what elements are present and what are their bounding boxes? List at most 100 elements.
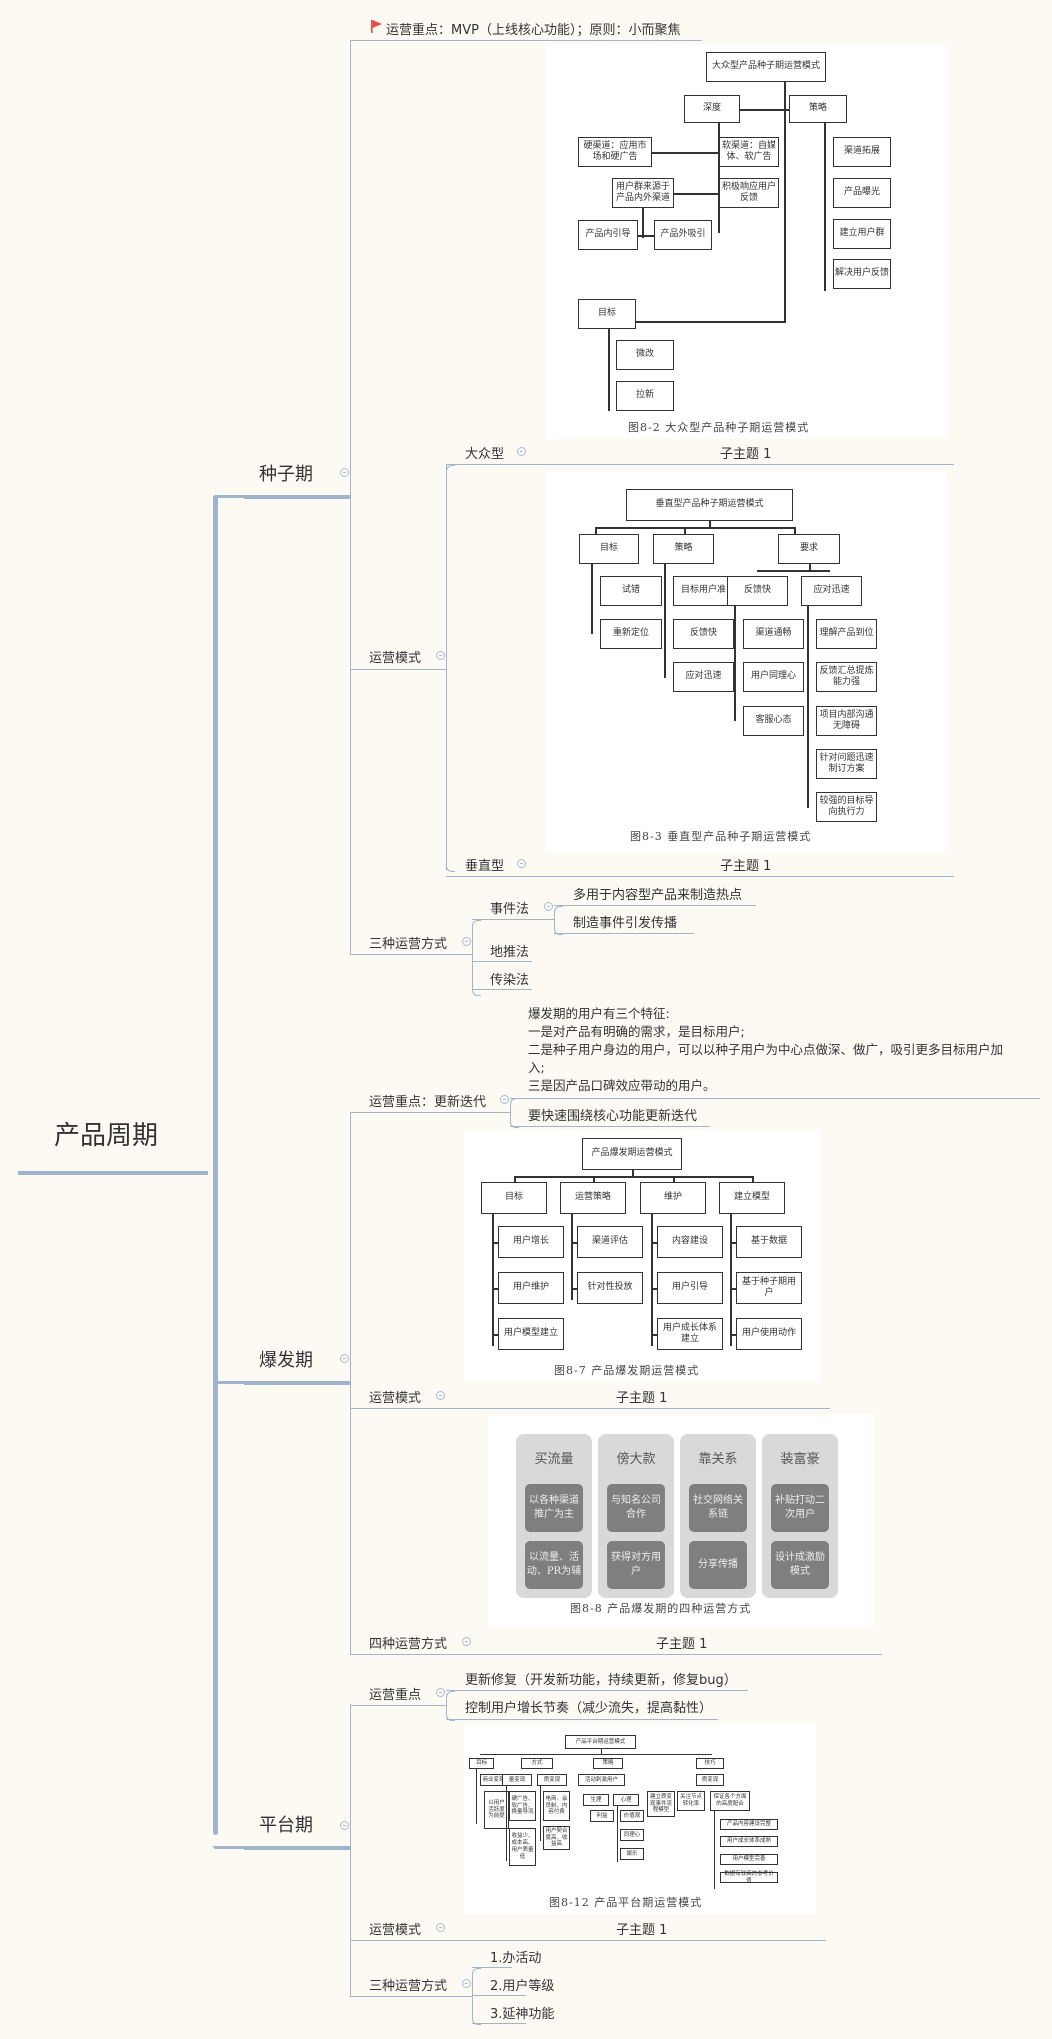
fig-node-column-head: 维护 (640, 1182, 706, 1214)
four-way-cell: 与知名公司合作 (607, 1484, 665, 1532)
fig-line (595, 527, 597, 534)
fig-node-feedback-item: 用户同理心 (743, 662, 804, 692)
fig-line (608, 329, 610, 411)
fig-line (734, 606, 736, 721)
collapse-seed-mode-icon[interactable] (436, 651, 445, 660)
fig-line (480, 1754, 712, 1755)
platform-three-ways-label[interactable]: 三种运营方式 (369, 1979, 448, 1994)
burst-four-ways-label[interactable]: 四种运营方式 (369, 1637, 448, 1652)
vertical-subtopic[interactable]: 子主题 1 (720, 859, 772, 874)
collapse-burst-icon[interactable] (340, 1354, 349, 1363)
fig-node-psycho-item: 同理心 (620, 1829, 644, 1841)
platform-underline (244, 1846, 350, 1850)
fig-node-strategy-item: 建立用户群 (833, 219, 891, 249)
collapse-seed-three-ways-icon[interactable] (462, 937, 471, 946)
topic-platform[interactable]: 平台期 (259, 1815, 313, 1836)
platform-way-item[interactable]: 3.延神功能 (490, 2007, 555, 2022)
four-way-cell: 获得对方用户 (607, 1541, 665, 1589)
way-ground-push-line (472, 961, 532, 962)
platform-focus-label[interactable]: 运营重点 (369, 1688, 422, 1703)
event-child[interactable]: 制造事件引发传播 (573, 916, 678, 931)
event-child[interactable]: 多用于内容型产品来制造热点 (573, 888, 743, 903)
note-line: 入; (528, 1060, 545, 1075)
platform-focus-child-line (446, 1719, 718, 1720)
platform-focus-child[interactable]: 更新修复（开发新功能，持续更新，修复bug） (465, 1673, 737, 1688)
collapse-burst-mode-icon[interactable] (436, 1391, 445, 1400)
fig-node-depth: 深度 (684, 95, 740, 123)
seed-focus-text[interactable]: 运营重点：MVP（上线核心功能）；原则：小而聚焦 (386, 23, 681, 38)
vertical-line (446, 876, 954, 877)
fig-node-column-head: 运营策略 (560, 1182, 626, 1214)
fig-node-column-item: 用户使用动作 (736, 1318, 802, 1350)
collapse-platform-icon[interactable] (340, 1821, 349, 1830)
fig-line (651, 1242, 657, 1244)
fig-line (601, 1749, 602, 1754)
collapse-platform-three-ways-icon[interactable] (462, 1979, 471, 1988)
seed-mode-label[interactable]: 运营模式 (369, 651, 422, 666)
platform-mode-label[interactable]: 运营模式 (369, 1923, 422, 1938)
seed-three-ways-label[interactable]: 三种运营方式 (369, 937, 448, 952)
four-way-head: 靠关系 (698, 1452, 738, 1467)
trunk-branch-seed (213, 495, 263, 498)
topic-seed[interactable]: 种子期 (259, 464, 313, 485)
fig-line (664, 564, 666, 678)
figure-burst-mode: 产品爆发期运营模式 目标用户增长用户维护用户模型建立运营策略渠道评估针对性投放维… (464, 1130, 820, 1382)
burst-mode-label[interactable]: 运营模式 (369, 1391, 422, 1406)
collapse-platform-mode-icon[interactable] (436, 1923, 445, 1932)
collapse-burst-four-ways-icon[interactable] (462, 1637, 471, 1646)
fig-node-goal-item: 商业变现 (480, 1774, 507, 1786)
fig-node-column-item: 用户维护 (498, 1272, 564, 1304)
fig-node-quality: 质变现 (537, 1774, 567, 1786)
note-line: 爆发期的用户有三个特征: (528, 1006, 670, 1021)
figure-caption: 图8-8 产品爆发期的四种运营方式 (570, 1602, 752, 1615)
burst-underline (244, 1381, 350, 1385)
fig-node-column-item: 用户引导 (657, 1272, 723, 1304)
burst-focus-child[interactable]: 要快速围绕核心功能更新迭代 (528, 1109, 698, 1124)
way-infection-line (472, 989, 532, 990)
four-way-column: 傍大款与知名公司合作获得对方用户 (598, 1434, 674, 1598)
fig-node-goal-item: 试错 (600, 576, 662, 606)
event-child-line (554, 933, 694, 934)
fig-node-skill-item: 关注节点转化率 (677, 1791, 705, 1811)
fig-node-title: 产品平台期运营模式 (565, 1735, 636, 1749)
platform-mode-subtopic[interactable]: 子主题 1 (616, 1923, 668, 1938)
burst-focus-label[interactable]: 运营重点：更新迭代 (369, 1095, 487, 1110)
topic-vertical-type[interactable]: 垂直型 (465, 859, 505, 874)
platform-focus-child[interactable]: 控制用户增长节奏（减少流失，提高黏性） (465, 1701, 713, 1716)
topic-mass-type[interactable]: 大众型 (465, 447, 505, 462)
mass-subtopic[interactable]: 子主题 1 (720, 447, 772, 462)
seed-focus-line (350, 40, 702, 41)
burst-four-ways-subtopic[interactable]: 子主题 1 (656, 1637, 708, 1652)
four-way-cell: 设计成激励模式 (771, 1541, 829, 1589)
seed-three-ways-bracket (472, 920, 481, 996)
fig-line (651, 1334, 657, 1336)
collapse-event-icon[interactable] (544, 902, 553, 911)
burst-mode-subtopic[interactable]: 子主题 1 (616, 1391, 668, 1406)
collapse-burst-focus-icon[interactable] (500, 1095, 509, 1104)
topic-burst[interactable]: 爆发期 (259, 1350, 313, 1371)
collapse-seed-icon[interactable] (340, 468, 349, 477)
four-way-cell: 以各种渠道推广为主 (525, 1484, 583, 1532)
event-child-line (554, 905, 756, 906)
main-trunk-line (213, 495, 218, 1835)
fig-node-strategy: 策略 (789, 95, 847, 123)
way-infection[interactable]: 传染法 (490, 973, 530, 988)
figure-platform-mode: 产品平台期运营模式 目标 方式 策略 技巧 商业变现 以用户活跃度为前提 量变现… (464, 1724, 816, 1914)
fig-node-psycho-item: 娱乐 (620, 1848, 644, 1860)
way-event[interactable]: 事件法 (490, 902, 530, 917)
figure-caption: 图8-12 产品平台期运营模式 (549, 1896, 703, 1909)
fig-node-hard-channel: 硬渠道：应用市场和硬广告 (578, 137, 652, 167)
platform-way-item[interactable]: 1.办活动 (490, 1951, 542, 1966)
fig-node-goal-item: 拉新 (616, 381, 674, 411)
burst-note-line (510, 1098, 1040, 1099)
burst-note[interactable]: 爆发期的用户有三个特征: 一是对产品有明确的需求，是目标用户; 二是种子用户身边… (528, 1005, 1003, 1095)
fig-node-goal: 目标 (578, 299, 636, 329)
collapse-mass-icon[interactable] (517, 447, 526, 456)
root-topic[interactable]: 产品周期 (54, 1121, 159, 1151)
collapse-vertical-icon[interactable] (517, 859, 526, 868)
fig-node-psycho-item: 价值观 (620, 1810, 644, 1822)
way-ground-push[interactable]: 地推法 (490, 945, 530, 960)
four-way-cell: 以流量、活动、PR为辅 (525, 1541, 583, 1589)
platform-way-item[interactable]: 2.用户等级 (490, 1979, 555, 1994)
collapse-platform-focus-icon[interactable] (436, 1688, 445, 1697)
